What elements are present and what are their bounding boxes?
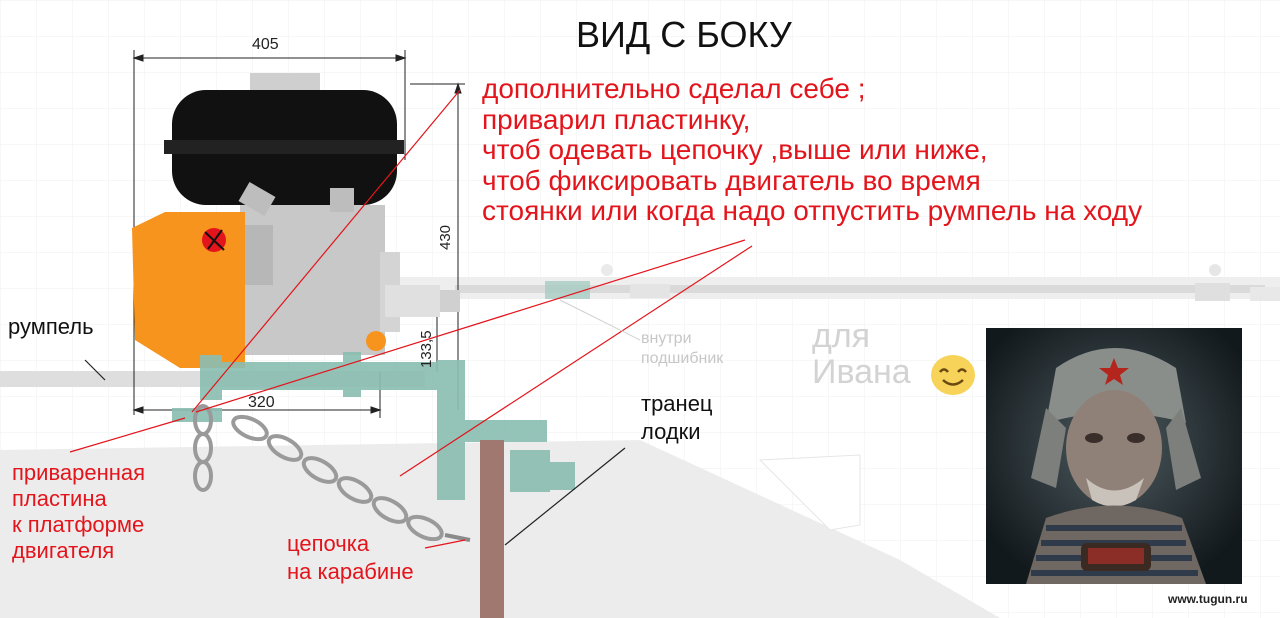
- soldier-portrait: [986, 328, 1242, 584]
- annotation-line: приварил пластинку,: [482, 103, 751, 135]
- welded-plate-label: приваренная пластина к платформе двигате…: [12, 460, 146, 563]
- propeller-shaft: [380, 264, 1280, 301]
- dimension-width-bottom: 320: [248, 394, 275, 411]
- black-leader-lines: [84, 359, 626, 546]
- bearing-label: внутри подшибник: [641, 330, 724, 367]
- annotation-line: стоянки или когда надо отпустить румпель…: [482, 195, 1143, 226]
- dimension-width-top: 405: [252, 36, 279, 53]
- transom-label: транец лодки: [641, 391, 713, 444]
- leader-lines: [69, 89, 753, 549]
- engine: [132, 73, 460, 368]
- tiller-label: румпель: [8, 314, 94, 339]
- transom-plank: [480, 440, 504, 618]
- dimension-height: 430: [437, 224, 454, 250]
- annotation-line: чтоб одевать цепочку ,выше или ниже,: [482, 134, 988, 165]
- dimension-mount-height: 133,5: [418, 330, 435, 368]
- chain-label: цепочка на карабине: [287, 531, 414, 584]
- diagram-title: ВИД С БОКУ: [576, 14, 792, 55]
- annotation-line: чтоб фиксировать двигатель во время: [482, 164, 981, 196]
- annotation-line: дополнительно сделал себе ;: [482, 73, 866, 104]
- for-ivan-label: для Ивана: [812, 317, 911, 391]
- watermark: www.tugun.ru: [1168, 592, 1248, 606]
- chain: [193, 404, 471, 542]
- main-annotation: дополнительно сделал себе ; приварил пла…: [482, 73, 1143, 227]
- mounting-bracket: [172, 352, 575, 500]
- smiling-face-icon: [931, 355, 975, 395]
- bearing-leader: [559, 299, 641, 341]
